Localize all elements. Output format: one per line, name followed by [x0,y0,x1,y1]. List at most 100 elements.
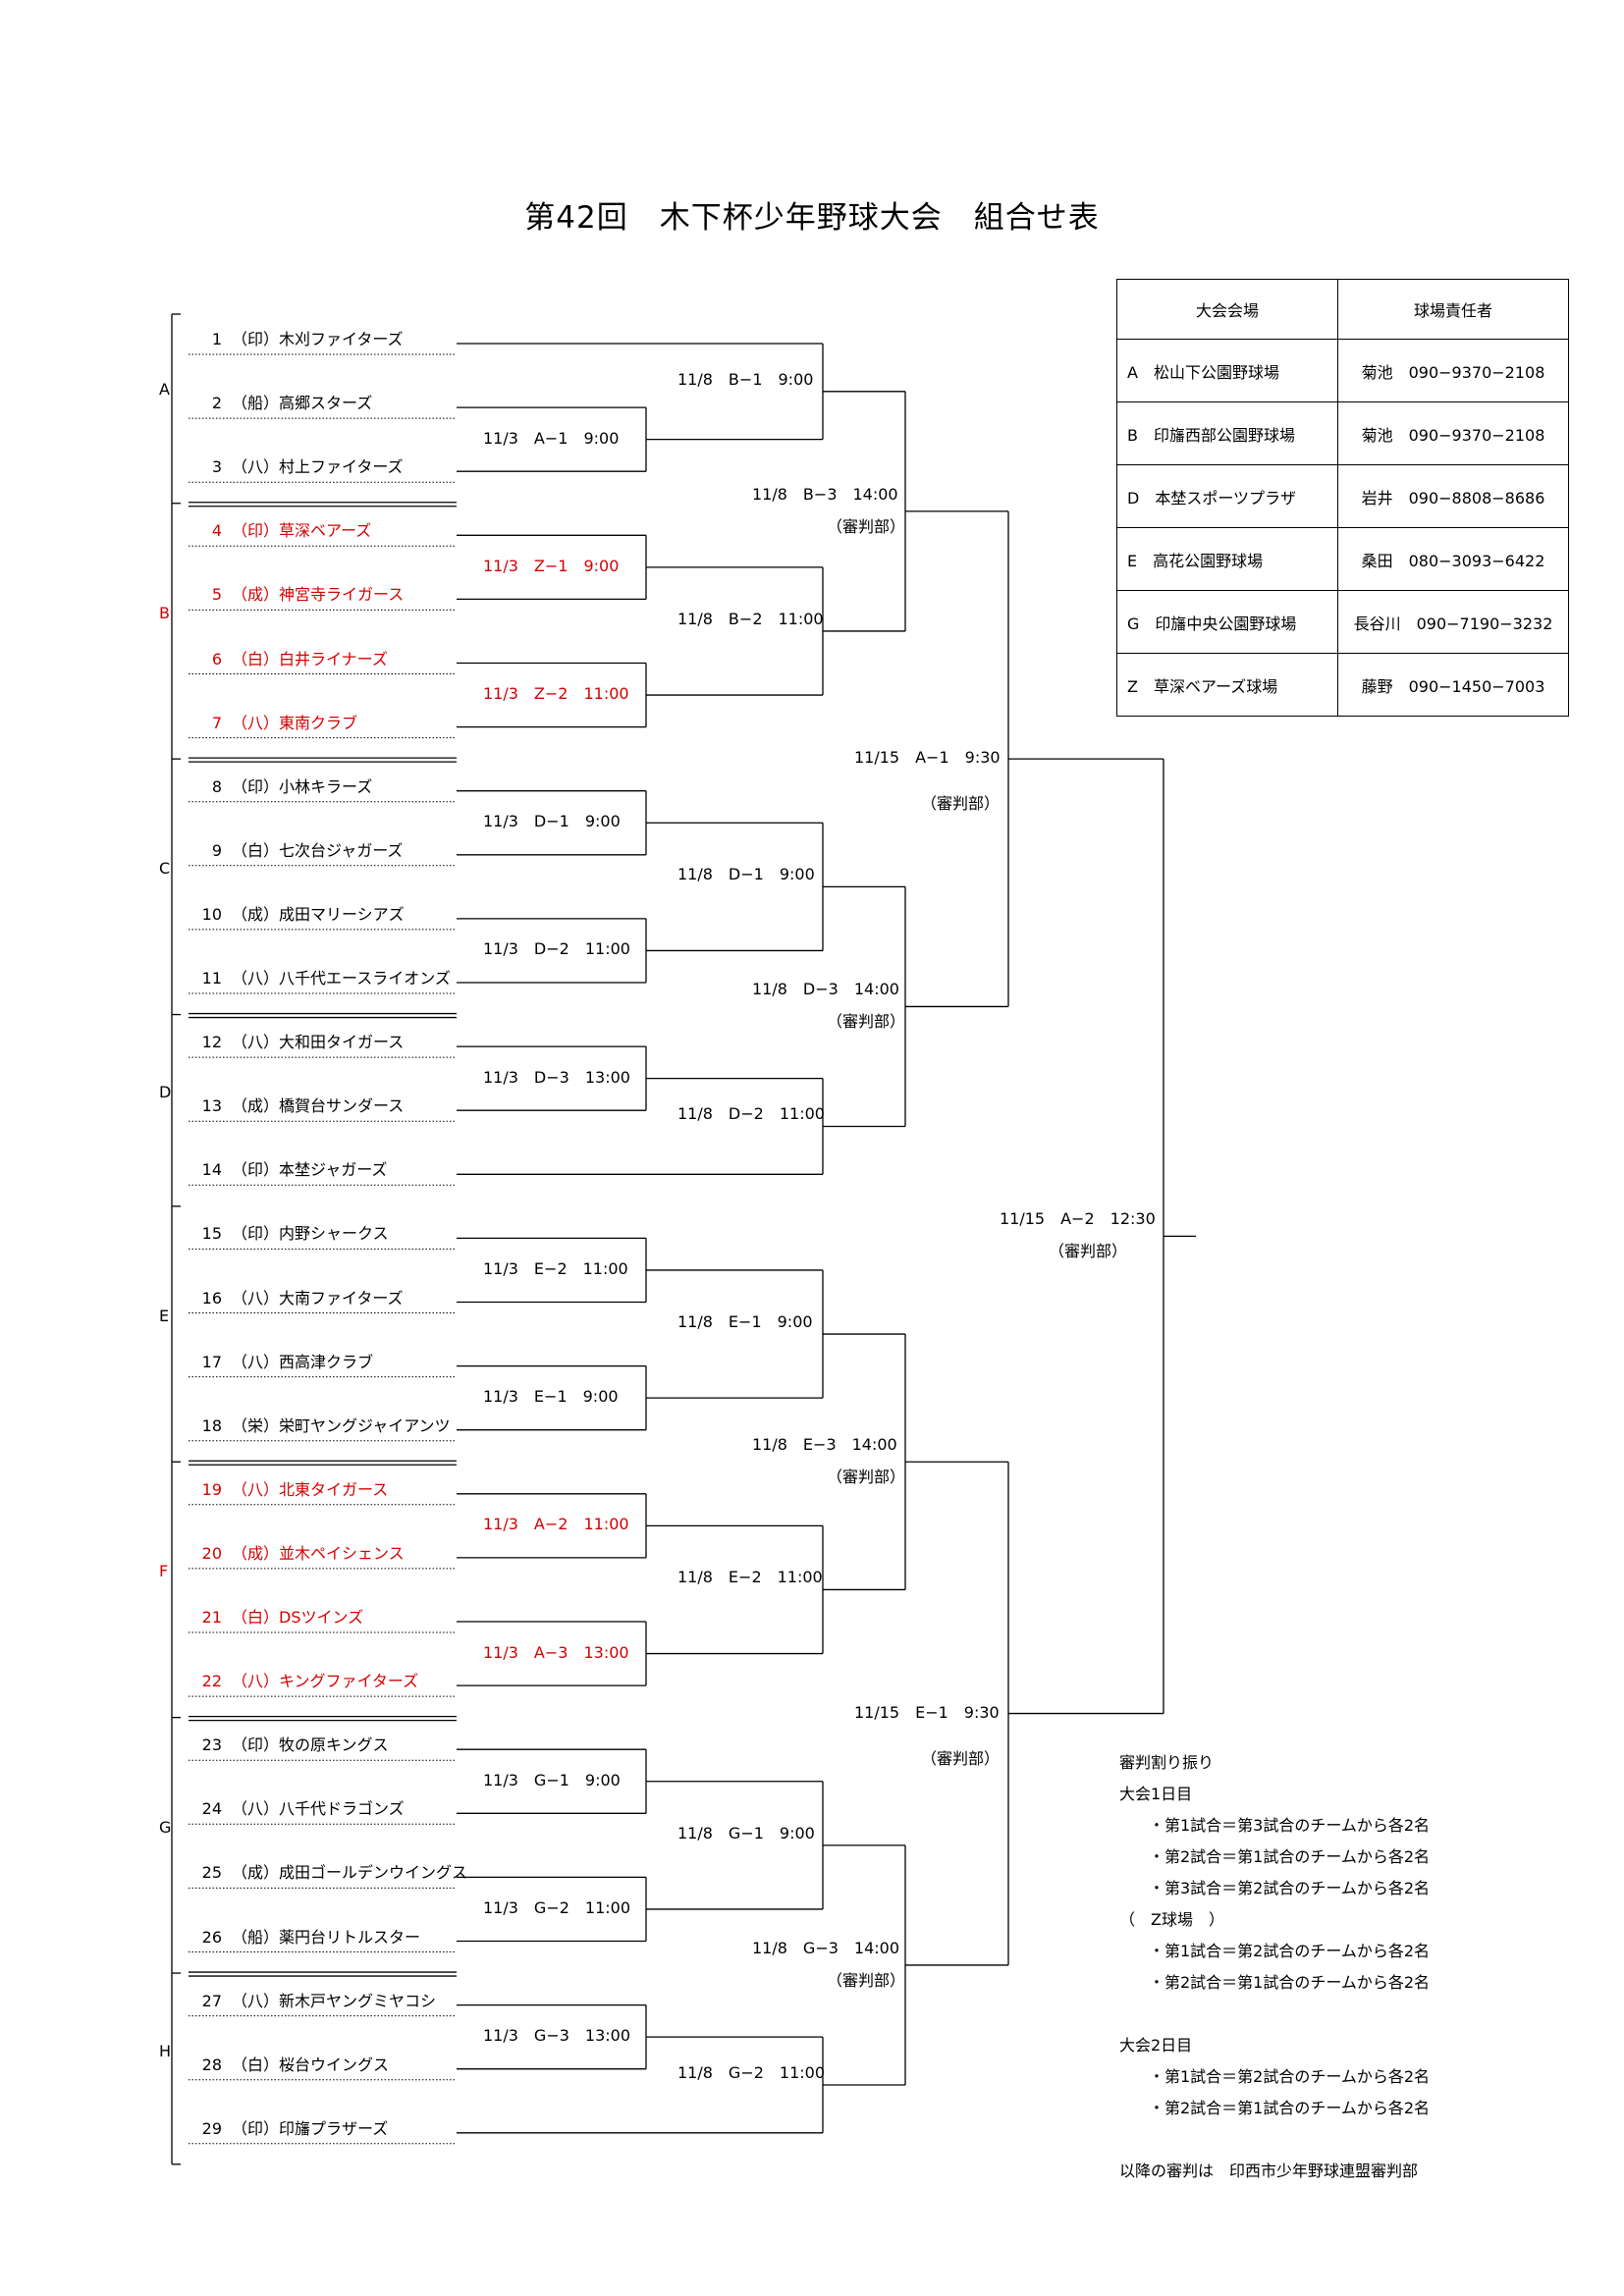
team-entry: 4 （印）草深ベアーズ [189,521,371,541]
notes-zfield: （ Z球場 ） [1119,1910,1224,1929]
venue-name: G 印旛中央公園野球場 [1116,590,1338,654]
team-number: 9 [211,840,222,860]
match-label: 11/15 A−1 9:30 [854,748,1001,768]
team-entry: 23（印）牧の原キングス [189,1735,389,1755]
notes-day1: 大会1日目 [1119,1785,1193,1803]
team-name: （成）橋賀台サンダース [232,1096,405,1116]
team-name: （成）神宮寺ライガース [232,585,405,605]
match-label: （審判部） [921,794,1001,814]
team-entry: 19（八）北東タイガース [189,1479,389,1500]
match-label: 11/8 B−1 9:00 [677,369,814,389]
team-name: （成）並木ペイシェンス [232,1543,405,1563]
team-name: （印）木刈ファイターズ [232,330,404,348]
team-name: （八）八千代エースライオンズ [232,969,451,988]
team-number: 23 [201,1735,222,1755]
team-number: 2 [211,394,222,413]
team-number: 20 [201,1543,222,1563]
team-number: 29 [201,2118,222,2138]
venue-manager: 岩井 090−8808−8686 [1337,464,1569,528]
team-number: 21 [201,1608,222,1627]
match-label: 11/8 E−3 14:00 [752,1435,897,1455]
match-label: 11/8 B−3 14:00 [752,484,898,504]
team-number: 17 [201,1352,222,1371]
match-label: 11/3 D−3 13:00 [483,1067,630,1087]
team-number: 18 [201,1415,222,1435]
team-entry: 20 （成）並木ペイシェンス [189,1544,405,1564]
team-name: （八）八千代ドラゴンズ [232,1799,405,1819]
match-label: （審判部） [827,1970,906,1990]
match-label: 11/3 G−1 9:00 [483,1770,621,1789]
notes-footer: 以降の審判は 印西市少年野球連盟審判部 [1119,2162,1419,2180]
team-entry: 22（八）キングファイターズ [189,1672,418,1691]
team-entry: 3（八）村上ファイターズ [189,457,404,477]
match-label: 11/3 A−2 11:00 [483,1515,629,1534]
team-name: （印）印旛プラザーズ [232,2118,389,2138]
match-label: 11/8 G−3 14:00 [752,1938,900,1957]
venue-manager: 長谷川 090−7190−3232 [1337,590,1569,654]
team-number: 10 [201,904,222,924]
team-number: 3 [211,457,222,477]
team-name: （八）大和田タイガース [232,1033,405,1052]
venue-name: Z 草深ベアーズ球場 [1116,653,1338,717]
team-entry: 6 （白）白井ライナーズ [189,650,388,669]
team-entry: 1（印）木刈ファイターズ [189,330,404,349]
team-entry: 26（船）薬円台リトルスター [189,1928,420,1948]
match-label: （審判部） [921,1748,1001,1768]
team-number: 28 [201,2055,222,2074]
match-label: （審判部） [827,1012,906,1032]
manager-header: 球場責任者 [1337,279,1569,340]
venue-row: A 松山下公園野球場 菊池 090−9370−2108 [1116,339,1569,402]
venue-row: B 印旛西部公園野球場 菊池 090−9370−2108 [1116,401,1569,465]
venue-name: B 印旛西部公園野球場 [1116,401,1338,465]
team-entry: 5 （成）神宮寺ライガース [189,585,404,605]
match-label: 11/15 A−2 12:30 [1000,1209,1156,1229]
match-label: 11/8 D−1 9:00 [677,865,815,884]
team-entry: 29 （印）印旛プラザーズ [189,2118,389,2139]
umpire-notes: 審判割り振り 大会1日目 ・第1試合＝第3試合のチームから各2名 ・第2試合＝第… [1119,1747,1430,2187]
team-entry: 15（印）内野シャークス [189,1224,389,1244]
group-label: B [159,603,170,622]
team-name: （白）桜台ウイングス [232,2055,390,2074]
team-number: 4 [211,521,222,541]
team-name: （八）西高津クラブ [232,1352,374,1371]
match-label: 11/3 E−2 11:00 [483,1258,628,1278]
team-name: （八）新木戸ヤングミヤコシ [232,1991,437,2010]
team-entry: 21（白）DSツインズ [189,1608,364,1628]
team-number: 5 [211,585,222,605]
team-entry: 18（栄）栄町ヤングジャイアンツ [189,1416,451,1436]
notes-item: ・第2試合＝第1試合のチームから各2名 [1149,1973,1431,1992]
team-number: 19 [201,1479,222,1499]
notes-day2: 大会2日目 [1119,2036,1193,2055]
team-name: （印）草深ベアーズ [232,521,372,541]
team-entry: 16（八）大南ファイターズ [189,1289,404,1308]
team-entry: 12（八）大和田タイガース [189,1033,405,1052]
venue-row: E 高花公園野球場 桑田 080−3093−6422 [1116,527,1569,591]
group-label: F [159,1562,169,1581]
match-label: 11/3 D−2 11:00 [483,939,630,959]
venue-manager: 桑田 080−3093−6422 [1337,527,1569,591]
match-label: 11/8 B−2 11:00 [677,609,824,628]
team-entry: 24 （八）八千代ドラゴンズ [189,1799,405,1819]
team-number: 26 [201,1927,222,1947]
team-entry: 17 （八）西高津クラブ [189,1353,373,1372]
team-entry: 9（白）七次台ジャガーズ [189,840,404,861]
team-number: 8 [211,776,222,796]
team-number: 7 [211,713,222,732]
team-entry: 11 （八）八千代エースライオンズ [189,969,451,988]
match-label: 11/3 A−1 9:00 [483,428,620,448]
notes-item: ・第3試合＝第2試合のチームから各2名 [1149,1879,1431,1897]
venue-row: D 本埜スポーツプラザ 岩井 090−8808−8686 [1116,464,1569,528]
team-number: 24 [201,1799,222,1819]
team-number: 6 [211,649,222,668]
match-label: 11/3 G−2 11:00 [483,1897,631,1917]
match-label: 11/8 E−2 11:00 [677,1568,823,1587]
team-entry: 13（成）橋賀台サンダース [189,1096,405,1116]
team-name: （白）白井ライナーズ [232,649,388,668]
team-number: 11 [201,969,222,988]
team-number: 27 [201,1991,222,2010]
team-number: 16 [201,1288,222,1308]
match-label: 11/15 E−1 9:30 [854,1702,1000,1722]
team-name: （八）東南クラブ [232,713,358,732]
